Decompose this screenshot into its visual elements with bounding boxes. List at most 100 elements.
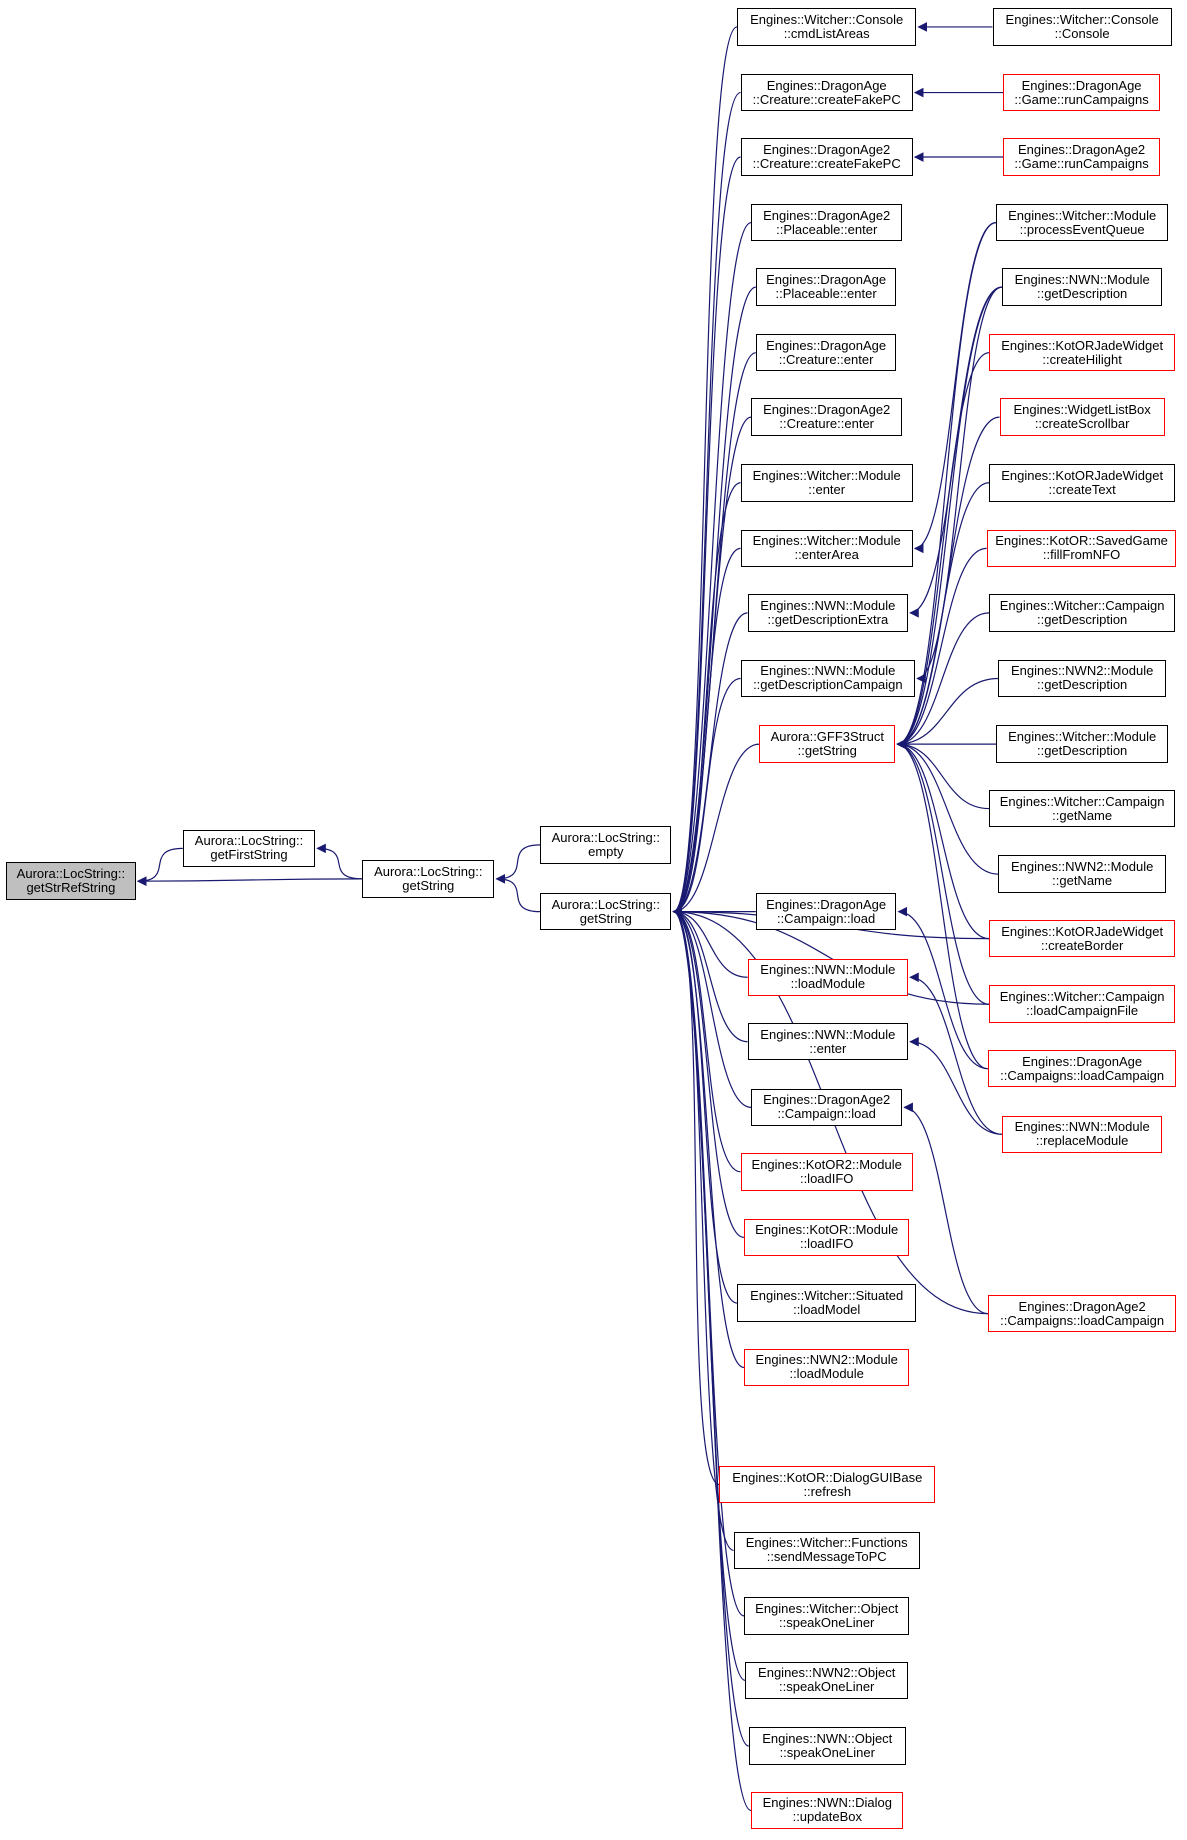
node-label-line1: Aurora::LocString:: (194, 833, 304, 849)
graph-node-m16[interactable]: Engines::DragonAge2::Campaign::load (751, 1088, 903, 1127)
graph-node-m22[interactable]: Engines::Witcher::Functions::sendMessage… (733, 1531, 920, 1570)
graph-node-r11[interactable]: Engines::NWN2::Module::getDescription (998, 659, 1166, 698)
graph-node-m23[interactable]: Engines::Witcher::Object::speakOneLiner (744, 1597, 910, 1635)
edge-m15-r18 (909, 1036, 1002, 1135)
graph-node-m18[interactable]: Engines::KotOR::Module::loadIFO (744, 1218, 910, 1257)
graph-node-m8[interactable]: Engines::Witcher::Module::enter (740, 464, 913, 502)
graph-node-m11[interactable]: Engines::NWN::Module::getDescriptionCamp… (740, 659, 916, 698)
edge-gs2-m1 (672, 26, 738, 917)
edge-m12-r9 (896, 547, 987, 749)
graph-node-r10[interactable]: Engines::Witcher::Campaign::getDescripti… (988, 594, 1176, 632)
node-label-line2: ::speakOneLiner (778, 1679, 875, 1695)
node-label-line2: ::sendMessageToPC (766, 1549, 887, 1565)
node-label-line2: ::Campaign::load (776, 910, 876, 926)
node-label-line2: ::processEventQueue (1019, 221, 1145, 237)
graph-node-r9[interactable]: Engines::KotOR::SavedGame::fillFromNFO (986, 529, 1177, 568)
graph-node-r8[interactable]: Engines::KotORJadeWidget::createText (988, 464, 1176, 502)
graph-node-m19[interactable]: Engines::Witcher::Situated::loadModel (737, 1284, 917, 1322)
edge-m12-r13 (896, 739, 989, 810)
node-label-line2: ::loadModule (790, 976, 866, 992)
graph-node-m1[interactable]: Engines::Witcher::Console::cmdListAreas (737, 8, 917, 46)
edge-gs2-m5 (672, 286, 756, 917)
graph-node-r7[interactable]: Engines::WidgetListBox::createScrollbar (999, 398, 1165, 436)
graph-node-r18[interactable]: Engines::NWN::Module::replaceModule (1001, 1115, 1163, 1154)
node-label-line2: ::loadIFO (799, 1236, 854, 1252)
node-label-line1: Engines::KotOR::Module (755, 1222, 899, 1238)
node-label-line1: Engines::Witcher::Module (752, 467, 901, 483)
edge-gs2-m23 (672, 907, 745, 1617)
graph-node-r19[interactable]: Engines::DragonAge2::Campaigns::loadCamp… (987, 1294, 1177, 1333)
edge-m12-r8 (896, 482, 990, 749)
edge-m12-r5 (896, 286, 1002, 749)
graph-node-r17[interactable]: Engines::DragonAge::Campaigns::loadCampa… (987, 1049, 1177, 1088)
graph-node-r5[interactable]: Engines::NWN::Module::getDescription (1001, 268, 1163, 306)
graph-node-r2[interactable]: Engines::DragonAge::Game::runCampaigns (1003, 73, 1161, 112)
graph-node-m4[interactable]: Engines::DragonAge2::Placeable::enter (751, 203, 903, 242)
node-label-line1: Engines::DragonAge2 (1018, 1298, 1146, 1314)
node-label-line2: ::Creature::createFakePC (752, 156, 901, 171)
node-label-line1: Engines::DragonAge2 (763, 142, 891, 157)
node-label-line1: Engines::NWN::Object (762, 1730, 893, 1746)
graph-node-m12[interactable]: Aurora::GFF3Struct::getString (759, 725, 896, 763)
edge-gs2-m16 (672, 906, 752, 1108)
graph-node-m6[interactable]: Engines::DragonAge::Creature::enter (755, 333, 897, 372)
graph-node-m24[interactable]: Engines::NWN2::Object::speakOneLiner (745, 1661, 909, 1700)
graph-node-m25[interactable]: Engines::NWN::Object::speakOneLiner (748, 1727, 906, 1765)
node-label-line1: Engines::NWN2::Object (758, 1665, 896, 1681)
graph-node-m2[interactable]: Engines::DragonAge::Creature::createFake… (740, 73, 913, 112)
graph-node-r12[interactable]: Engines::Witcher::Module::getDescription (996, 725, 1169, 763)
node-label-line2: getString (579, 910, 632, 926)
node-label-line1: Engines::Witcher::Module (1008, 207, 1157, 223)
graph-node-m7[interactable]: Engines::DragonAge2::Creature::enter (751, 398, 903, 436)
graph-node-r14[interactable]: Engines::NWN2::Module::getName (998, 855, 1166, 893)
node-label-line1: Engines::Witcher::Campaign (999, 793, 1165, 809)
edge-m12-r6 (896, 352, 990, 749)
graph-node-m10[interactable]: Engines::NWN::Module::getDescriptionExtr… (747, 594, 909, 632)
graph-node-m21[interactable]: Engines::KotOR::DialogGUIBase::refresh (719, 1465, 936, 1504)
graph-node-m5[interactable]: Engines::DragonAge::Placeable::enter (755, 268, 897, 306)
graph-node-m9[interactable]: Engines::Witcher::Module::enterArea (740, 529, 913, 568)
node-label-line1: Engines::KotORJadeWidget (1001, 467, 1164, 483)
graph-node-r1[interactable]: Engines::Witcher::Console::Console (992, 8, 1172, 46)
edge-gs2-m3 (672, 156, 741, 917)
node-label-line2: ::getString (797, 743, 857, 759)
node-label-line1: Engines::Witcher::Situated (750, 1288, 904, 1304)
graph-node-gfs[interactable]: Aurora::LocString::getFirstString (182, 829, 316, 868)
graph-node-r6[interactable]: Engines::KotORJadeWidget::createHilight (988, 333, 1176, 372)
node-label-line2: ::Campaign::load (777, 1106, 876, 1122)
edge-m11-r5 (916, 286, 1002, 684)
node-label-line1: Engines::Witcher::Console (1005, 11, 1159, 27)
graph-node-gs2[interactable]: Aurora::LocString::getString (540, 892, 672, 931)
node-label-line2: ::loadModel (793, 1302, 861, 1318)
node-label-line1: Engines::Witcher::Module (1008, 729, 1157, 745)
graph-node-r4[interactable]: Engines::Witcher::Module::processEventQu… (996, 203, 1169, 242)
graph-node-m13[interactable]: Engines::DragonAge::Campaign::load (755, 892, 897, 931)
edge-m14-r18 (909, 972, 1002, 1135)
graph-node-r13[interactable]: Engines::Witcher::Campaign::getName (988, 789, 1176, 828)
graph-node-root: Aurora::LocString::getStrRefString (5, 862, 136, 900)
node-label-line1: Engines::DragonAge2 (763, 1092, 891, 1108)
graph-node-m3[interactable]: Engines::DragonAge2::Creature::createFak… (740, 138, 913, 176)
graph-node-m26[interactable]: Engines::NWN::Dialog::updateBox (751, 1791, 904, 1830)
edge-gs2-m10 (672, 612, 748, 917)
graph-node-r3[interactable]: Engines::DragonAge2::Game::runCampaigns (1003, 138, 1161, 176)
graph-node-m17[interactable]: Engines::KotOR2::Module::loadIFO (740, 1153, 913, 1191)
graph-node-m15[interactable]: Engines::NWN::Module::enter (747, 1022, 909, 1061)
graph-node-r16[interactable]: Engines::Witcher::Campaign::loadCampaign… (988, 985, 1176, 1023)
edge-gs2-m15 (672, 906, 748, 1043)
graph-node-empty[interactable]: Aurora::LocString::empty (540, 826, 672, 864)
graph-node-m20[interactable]: Engines::NWN2::Module::loadModule (744, 1348, 910, 1387)
node-label-line1: Engines::DragonAge (1022, 1053, 1143, 1069)
node-label-line1: Aurora::LocString:: (374, 863, 483, 879)
node-label-line2: ::enterArea (794, 547, 859, 563)
node-label-line2: ::Placeable::enter (775, 286, 877, 302)
edge-root-gfs (136, 847, 183, 886)
graph-node-gs1[interactable]: Aurora::LocString::getString (362, 860, 495, 898)
node-label-line2: ::getDescriptionCampaign (753, 677, 903, 693)
edge-gs2-m22 (672, 907, 734, 1551)
node-label-line2: ::getDescription (1036, 743, 1128, 759)
node-label-line2: ::getName (1052, 807, 1113, 823)
graph-node-m14[interactable]: Engines::NWN::Module::loadModule (747, 958, 909, 997)
graph-node-r15[interactable]: Engines::KotORJadeWidget::createBorder (988, 919, 1176, 958)
